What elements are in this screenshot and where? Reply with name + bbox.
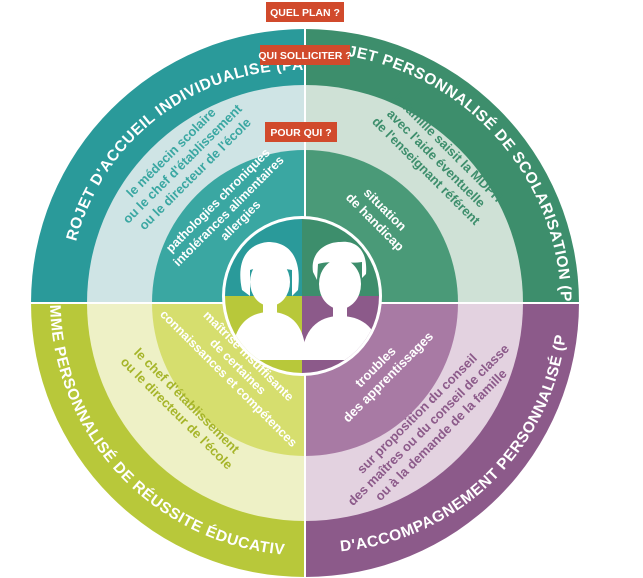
tag-quel-plan: QUEL PLAN ? xyxy=(266,2,344,22)
tag-qui-solliciter: QUI SOLLICITER ? xyxy=(258,45,352,65)
svg-text:QUI SOLLICITER ?: QUI SOLLICITER ? xyxy=(258,50,351,62)
tag-pour-qui: POUR QUI ? xyxy=(265,122,337,142)
face-medallion xyxy=(225,219,379,373)
svg-text:POUR QUI ?: POUR QUI ? xyxy=(270,127,331,139)
girl-icon xyxy=(232,242,306,360)
svg-text:QUEL PLAN ?: QUEL PLAN ? xyxy=(270,7,340,19)
